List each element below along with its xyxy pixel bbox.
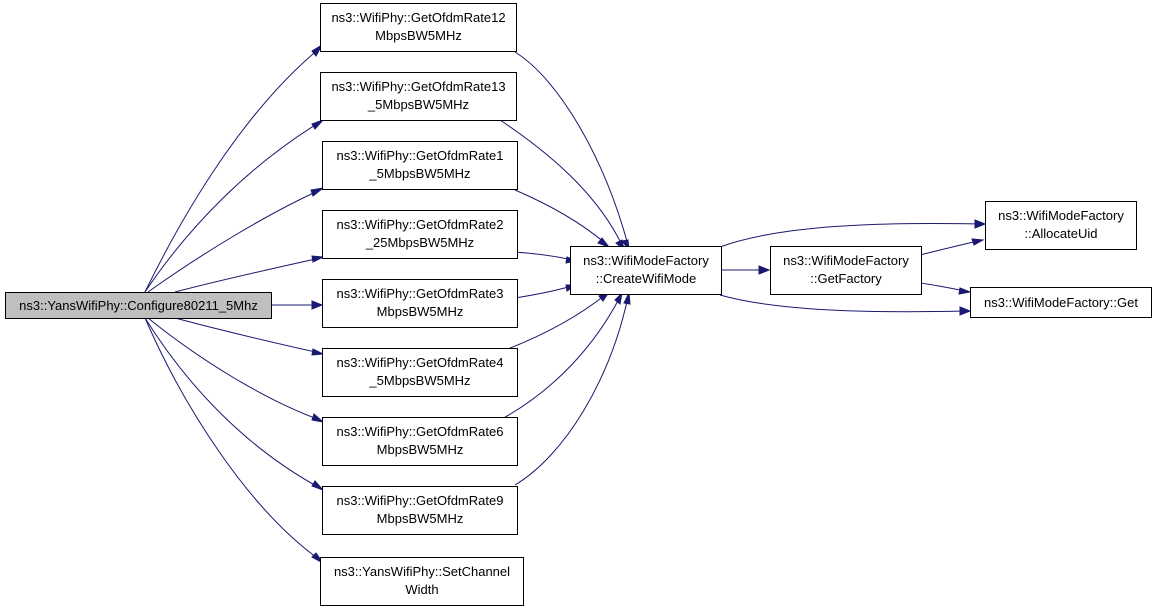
edge-create-to-allocate	[719, 222, 981, 248]
edge-getfactory-to-allocate	[919, 240, 979, 256]
node-getofdmrate12-line1: ns3::WifiPhy::GetOfdmRate12	[331, 10, 505, 25]
edge-rate6-to-create	[499, 296, 621, 421]
arrow-root-to-rate2_25	[311, 255, 325, 263]
node-getofdmrate1-5-line1: ns3::WifiPhy::GetOfdmRate1	[337, 148, 504, 163]
node-allocateuid-line1: ns3::WifiModeFactory	[998, 208, 1124, 223]
edge-rate13-to-create	[499, 119, 623, 246]
arrow-root-to-rate12	[311, 43, 324, 57]
edge-root-to-rate12	[144, 47, 321, 293]
node-getofdmrate2-25-line1: ns3::WifiPhy::GetOfdmRate2	[337, 217, 504, 232]
arrow-root-to-rate1_5	[310, 187, 325, 197]
node-getofdmrate9-box	[322, 486, 518, 535]
arrow-rate1_5-to-create	[597, 237, 611, 249]
node-setchannelwidth-line2: Width	[405, 582, 438, 597]
node-getofdmrate6[interactable]: ns3::WifiPhy::GetOfdmRate6 MbpsBW5MHz	[322, 417, 518, 466]
edge-rate3-to-create	[514, 285, 573, 299]
arrow-create-to-get	[959, 306, 972, 316]
node-getofdmrate4-5[interactable]: ns3::WifiPhy::GetOfdmRate4 _5MbpsBW5MHz	[322, 348, 518, 397]
node-setchannelwidth[interactable]: ns3::YansWifiPhy::SetChannel Width	[320, 557, 524, 606]
edge-rate4_5-to-create	[499, 294, 606, 353]
node-getofdmrate4-5-line1: ns3::WifiPhy::GetOfdmRate4	[337, 355, 504, 370]
node-getofdmrate2-25-box	[322, 210, 518, 259]
node-getofdmrate3[interactable]: ns3::WifiPhy::GetOfdmRate3 MbpsBW5MHz	[322, 279, 518, 328]
node-root-label: ns3::YansWifiPhy::Configure80211_5Mhz	[19, 298, 258, 313]
node-getofdmrate1-5[interactable]: ns3::WifiPhy::GetOfdmRate1 _5MbpsBW5MHz	[322, 141, 518, 190]
node-setchannelwidth-line1: ns3::YansWifiPhy::SetChannel	[334, 564, 510, 579]
edge-root-to-rate9	[144, 317, 321, 489]
arrow-rate6-to-create	[614, 291, 623, 305]
node-getofdmrate3-line1: ns3::WifiPhy::GetOfdmRate3	[337, 286, 504, 301]
edge-root-to-rate13	[144, 121, 321, 293]
node-getofdmrate12-box	[320, 3, 517, 52]
node-createwifimode-line1: ns3::WifiModeFactory	[583, 253, 709, 268]
node-root[interactable]: ns3::YansWifiPhy::Configure80211_5Mhz	[5, 292, 272, 319]
node-getofdmrate13-5[interactable]: ns3::WifiPhy::GetOfdmRate13 _5MbpsBW5MHz	[320, 72, 517, 121]
node-getfactory[interactable]: ns3::WifiModeFactory ::GetFactory	[770, 246, 922, 295]
node-getfactory-line1: ns3::WifiModeFactory	[783, 253, 909, 268]
node-getofdmrate6-line1: ns3::WifiPhy::GetOfdmRate6	[337, 424, 504, 439]
node-getofdmrate1-5-box	[322, 141, 518, 190]
edge-rate9-to-create	[514, 296, 629, 486]
node-getofdmrate13-5-box	[320, 72, 517, 121]
arrow-root-to-rate3	[311, 300, 324, 310]
node-getofdmrate1-5-line2: _5MbpsBW5MHz	[368, 166, 470, 181]
edge-root-to-rate1_5	[147, 189, 321, 293]
node-get[interactable]: ns3::WifiModeFactory::Get	[970, 287, 1152, 318]
arrow-root-to-rate4_5	[311, 348, 325, 356]
edges	[144, 43, 987, 564]
node-allocateuid-box	[985, 201, 1137, 250]
arrow-root-to-rate9	[311, 480, 324, 491]
arrow-create-to-getfactory	[758, 265, 771, 275]
node-getofdmrate3-line2: MbpsBW5MHz	[377, 304, 464, 319]
edge-root-to-rate2_25	[174, 257, 321, 293]
edge-rate1_5-to-create	[514, 189, 606, 244]
node-getofdmrate12[interactable]: ns3::WifiPhy::GetOfdmRate12 MbpsBW5MHz	[320, 3, 517, 52]
node-allocateuid[interactable]: ns3::WifiModeFactory ::AllocateUid	[985, 201, 1137, 250]
node-setchannelwidth-box	[320, 557, 524, 606]
node-getofdmrate2-25[interactable]: ns3::WifiPhy::GetOfdmRate2 _25MbpsBW5MHz	[322, 210, 518, 259]
node-createwifimode[interactable]: ns3::WifiModeFactory ::CreateWifiMode	[570, 246, 722, 295]
node-getofdmrate2-25-line2: _25MbpsBW5MHz	[365, 235, 474, 250]
node-getofdmrate9-line1: ns3::WifiPhy::GetOfdmRate9	[337, 493, 504, 508]
edge-getfactory-to-get	[919, 282, 966, 292]
node-getfactory-box	[770, 246, 922, 295]
edge-root-to-setwidth	[144, 317, 321, 561]
node-getofdmrate4-5-line2: _5MbpsBW5MHz	[368, 373, 470, 388]
edge-rate12-to-create	[514, 51, 629, 246]
node-createwifimode-box	[570, 246, 722, 295]
node-getofdmrate4-5-box	[322, 348, 518, 397]
arrow-create-to-allocate	[974, 219, 987, 229]
node-root-box	[5, 292, 272, 319]
node-getofdmrate3-box	[322, 279, 518, 328]
node-getofdmrate9[interactable]: ns3::WifiPhy::GetOfdmRate9 MbpsBW5MHz	[322, 486, 518, 535]
node-get-box	[970, 287, 1152, 318]
node-getofdmrate6-line2: MbpsBW5MHz	[377, 442, 464, 457]
edge-rate2_25-to-create	[514, 251, 573, 261]
node-getofdmrate12-line2: MbpsBW5MHz	[375, 28, 462, 43]
arrow-rate9-to-create	[623, 291, 631, 305]
node-allocateuid-line2: ::AllocateUid	[1025, 226, 1098, 241]
arrow-getfactory-to-allocate	[971, 238, 985, 246]
edge-root-to-rate6	[147, 317, 321, 421]
node-get-label: ns3::WifiModeFactory::Get	[984, 295, 1138, 310]
node-getfactory-line2: ::GetFactory	[810, 271, 882, 286]
node-createwifimode-line2: ::CreateWifiMode	[596, 271, 696, 286]
node-getofdmrate13-5-line1: ns3::WifiPhy::GetOfdmRate13	[331, 79, 505, 94]
edge-root-to-rate4_5	[174, 317, 321, 354]
arrow-getfactory-to-get	[958, 287, 972, 295]
node-getofdmrate13-5-line2: _5MbpsBW5MHz	[367, 97, 469, 112]
edge-create-to-get	[719, 294, 966, 313]
arrow-root-to-rate6	[311, 413, 325, 423]
arrow-root-to-rate13	[311, 119, 324, 130]
node-getofdmrate6-box	[322, 417, 518, 466]
node-getofdmrate9-line2: MbpsBW5MHz	[377, 511, 464, 526]
